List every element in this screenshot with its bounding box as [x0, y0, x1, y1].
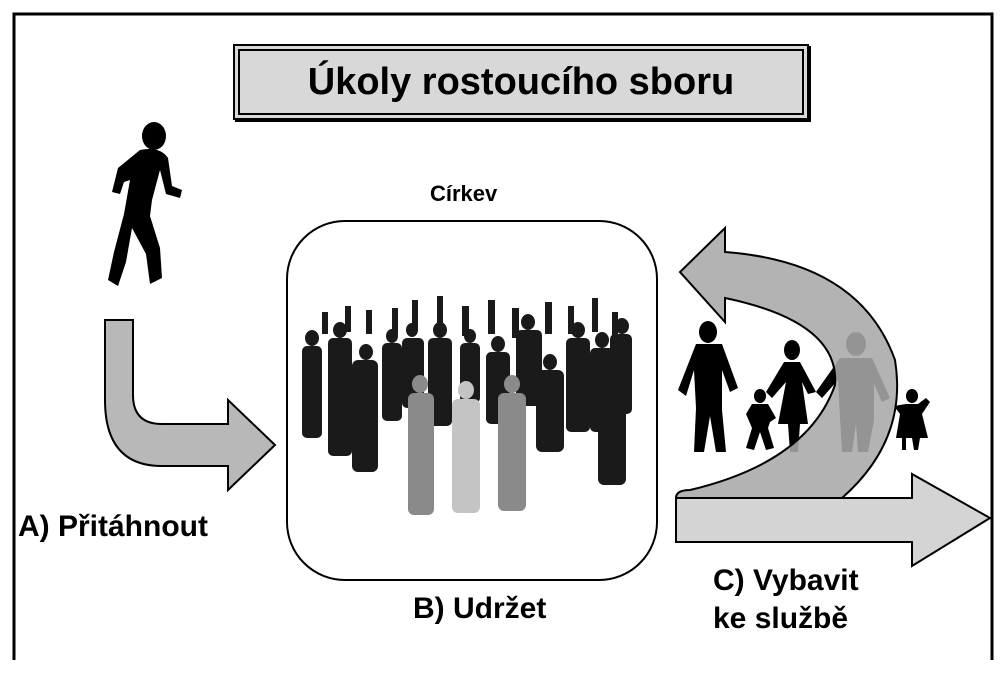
step-c-line2: ke službě [713, 602, 849, 635]
page-title: Úkoly rostoucího sboru [307, 60, 735, 103]
crowd-image [302, 296, 632, 515]
step-c-line1: C) Vybavit [713, 564, 859, 597]
step-b-label: B) Udržet [413, 592, 547, 625]
attract-arrow [104, 319, 277, 493]
church-label: Církev [430, 181, 498, 206]
title-box: Úkoly rostoucího sboru [233, 44, 809, 120]
running-person-icon [108, 122, 182, 286]
step-c-label: C) Vybavit ke službě [713, 562, 859, 638]
equip-arrow [675, 472, 992, 568]
outer-frame [12, 12, 994, 660]
step-a-label: A) Přitáhnout [18, 510, 208, 543]
return-curved-arrow [674, 225, 899, 499]
